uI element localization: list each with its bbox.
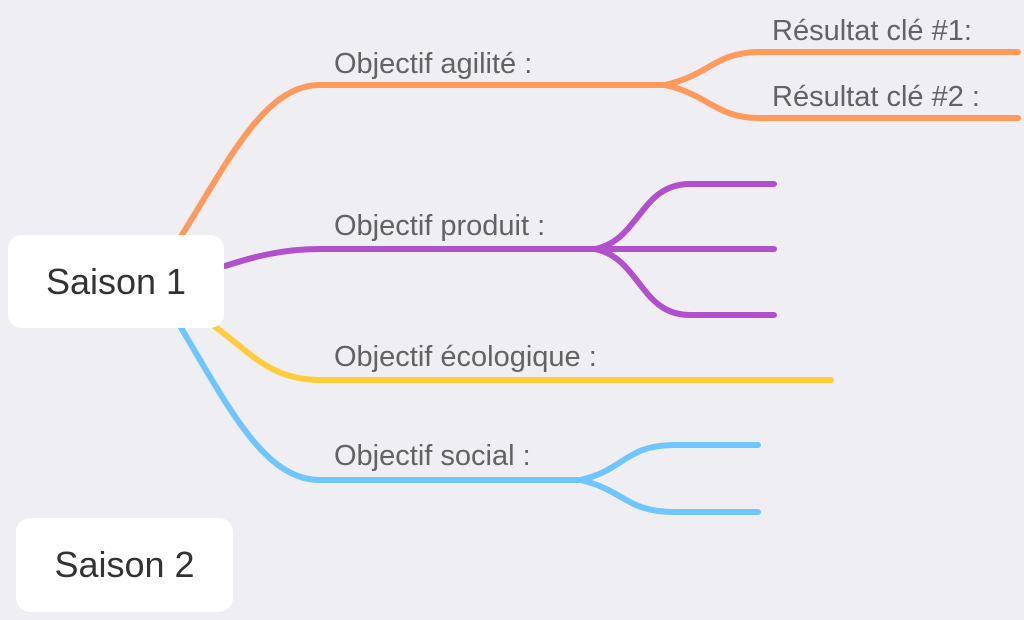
- key-result-2-label[interactable]: Résultat clé #2 :: [772, 81, 980, 113]
- branch-line-product: [222, 246, 598, 269]
- root-node-saison-2[interactable]: Saison 2: [16, 518, 233, 612]
- key-result-1-label[interactable]: Résultat clé #1:: [772, 15, 972, 47]
- root-node-saison-1[interactable]: Saison 1: [8, 235, 224, 328]
- branch-line-social-kr1: [577, 442, 761, 483]
- root-node-saison-1-label: Saison 1: [45, 260, 187, 302]
- topic-objectif-produit[interactable]: Objectif produit :: [334, 210, 546, 242]
- branch-line-social: [177, 323, 583, 483]
- branch-line-product-kr3: [592, 246, 777, 318]
- root-node-saison-2-label: Saison 2: [54, 544, 195, 585]
- branch-line-product-kr1: [592, 181, 777, 252]
- branch-line-ecology: [211, 323, 653, 383]
- branch-line-agility-kr2: [662, 82, 1021, 121]
- branch-line-agility-kr1: [662, 49, 1021, 88]
- branch-line-social-kr2: [577, 477, 761, 515]
- topic-objectif-agilite[interactable]: Objectif agilité :: [334, 48, 533, 80]
- topic-objectif-social[interactable]: Objectif social :: [334, 440, 531, 472]
- topic-objectif-ecologique[interactable]: Objectif écologique :: [334, 341, 597, 373]
- branch-line-agility: [177, 82, 668, 241]
